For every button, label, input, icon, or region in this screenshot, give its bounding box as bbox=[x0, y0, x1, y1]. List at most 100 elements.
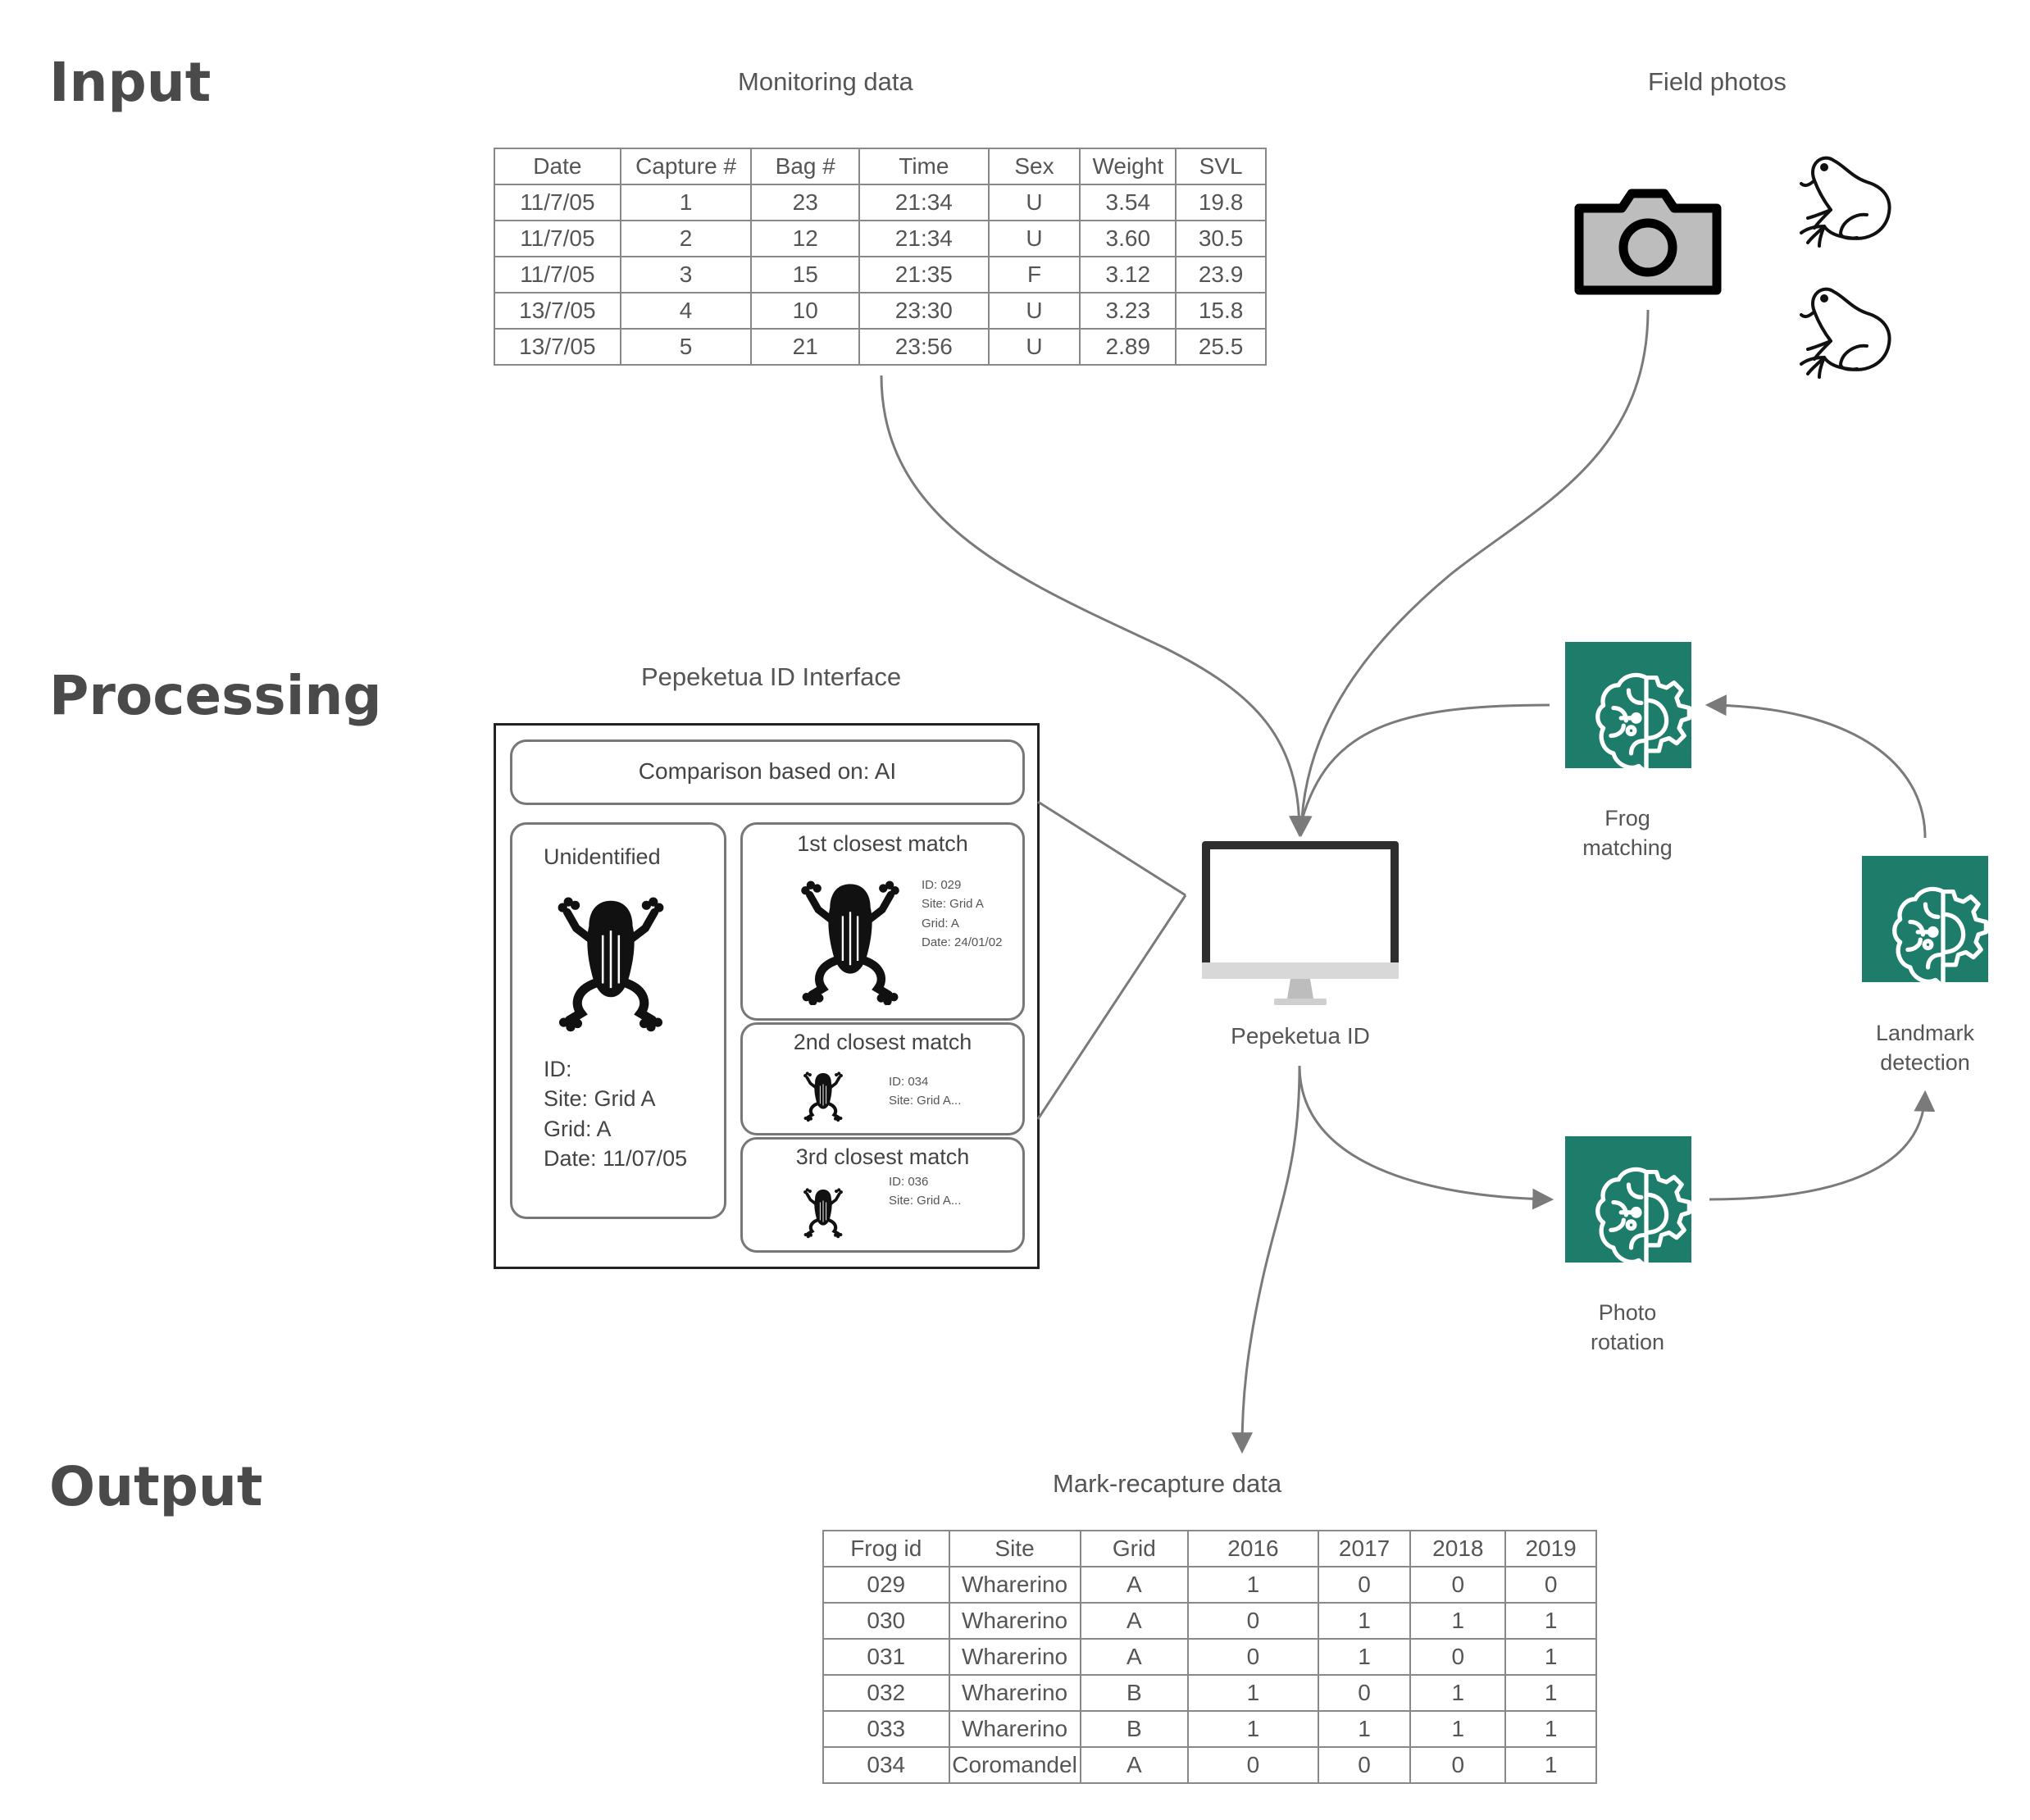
comparison-mode-label: Comparison based on: AI bbox=[638, 758, 897, 784]
table-cell: Wharerino bbox=[948, 1566, 1081, 1604]
table-cell: 23:56 bbox=[858, 328, 990, 366]
frog-matching-label: Frog matching bbox=[1525, 803, 1730, 863]
column-header: Sex bbox=[987, 148, 1081, 185]
table-cell: 15 bbox=[750, 256, 861, 293]
table-cell: 23 bbox=[750, 184, 861, 221]
connector-zoom-top bbox=[1037, 800, 1186, 897]
table-cell: A bbox=[1079, 1746, 1190, 1784]
column-header: 2019 bbox=[1504, 1530, 1597, 1567]
match-card-3[interactable]: 3rd closest match ID: 036 Site: Grid A..… bbox=[740, 1137, 1025, 1253]
table-cell: 0 bbox=[1504, 1566, 1597, 1604]
table-cell: A bbox=[1079, 1602, 1190, 1640]
frog-matching-label-line-2: matching bbox=[1582, 835, 1673, 861]
table-cell: 1 bbox=[1409, 1602, 1507, 1640]
table-cell: Wharerino bbox=[948, 1638, 1081, 1676]
table-cell: 21:34 bbox=[858, 220, 990, 257]
table-cell: U bbox=[987, 292, 1081, 330]
table-cell: 3.54 bbox=[1079, 184, 1177, 221]
table-cell: 0 bbox=[1317, 1674, 1412, 1712]
table-cell: 0 bbox=[1317, 1566, 1412, 1604]
table-cell: 1 bbox=[1187, 1566, 1319, 1604]
column-header: 2018 bbox=[1409, 1530, 1507, 1567]
table-cell: 1 bbox=[1317, 1602, 1412, 1640]
unidentified-site: Site: Grid A bbox=[544, 1086, 656, 1112]
table-cell: 0 bbox=[1409, 1566, 1507, 1604]
connector-zoom-bottom bbox=[1036, 894, 1187, 1120]
monitor-icon bbox=[1202, 841, 1399, 1005]
match-2-site: Site: Grid A... bbox=[889, 1094, 962, 1108]
comparison-mode-selector[interactable]: Comparison based on: AI bbox=[510, 739, 1025, 805]
match-1-site: Site: Grid A bbox=[922, 897, 984, 912]
match-3-site: Site: Grid A... bbox=[889, 1194, 962, 1208]
match-3-id: ID: 036 bbox=[889, 1175, 929, 1189]
frog-matching-module bbox=[1565, 642, 1691, 768]
unidentified-grid: Grid: A bbox=[544, 1116, 612, 1141]
photo-rotation-module bbox=[1565, 1136, 1691, 1263]
table-cell: 13/7/05 bbox=[494, 292, 621, 330]
field-photos-caption: Field photos bbox=[1648, 67, 1786, 96]
landmark-detection-label: Landmark detection bbox=[1823, 1018, 2028, 1078]
table-cell: 23.9 bbox=[1175, 256, 1267, 293]
column-header: Site bbox=[948, 1530, 1081, 1567]
table-cell: 11/7/05 bbox=[494, 184, 621, 221]
table-cell: 25.5 bbox=[1175, 328, 1267, 366]
table-cell: 0 bbox=[1187, 1602, 1319, 1640]
input-section-title: Input bbox=[49, 51, 212, 114]
landmark-detection-label-line-2: detection bbox=[1880, 1050, 1970, 1076]
match-1-grid: Grid: A bbox=[922, 916, 959, 930]
match-card-1[interactable]: 1st closest match ID: 029 Site: Grid A G… bbox=[740, 822, 1025, 1021]
column-header: Bag # bbox=[750, 148, 861, 185]
camera-icon bbox=[1574, 189, 1722, 295]
table-cell: 0 bbox=[1317, 1746, 1412, 1784]
photo-rotation-label-line-1: Photo bbox=[1598, 1300, 1657, 1325]
table-cell: A bbox=[1079, 1638, 1190, 1676]
table-cell: 1 bbox=[619, 184, 753, 221]
table-cell: 5 bbox=[619, 328, 753, 366]
table-cell: 1 bbox=[1504, 1674, 1597, 1712]
output-section-title: Output bbox=[49, 1455, 263, 1518]
connector-photos-to-pepeketua bbox=[1290, 309, 1650, 838]
column-header: Grid bbox=[1079, 1530, 1190, 1567]
table-cell: 21 bbox=[750, 328, 861, 366]
column-header: 2017 bbox=[1317, 1530, 1412, 1567]
column-header: Time bbox=[858, 148, 990, 185]
processing-section-title: Processing bbox=[49, 664, 382, 727]
match-card-2[interactable]: 2nd closest match ID: 034 Site: Grid A..… bbox=[740, 1022, 1025, 1135]
table-cell: Wharerino bbox=[948, 1674, 1081, 1712]
column-header: Frog id bbox=[822, 1530, 950, 1567]
table-cell: U bbox=[987, 184, 1081, 221]
connector-pepeketua-to-output bbox=[1231, 1065, 1301, 1454]
connector-frog-matching-to-pepeketua bbox=[1300, 703, 1550, 821]
table-cell: 30.5 bbox=[1175, 220, 1267, 257]
table-cell: 15.8 bbox=[1175, 292, 1267, 330]
frog-matching-label-line-1: Frog bbox=[1604, 806, 1650, 830]
table-cell: 3.60 bbox=[1079, 220, 1177, 257]
table-cell: 13/7/05 bbox=[494, 328, 621, 366]
table-cell: 3 bbox=[619, 256, 753, 293]
pepeketua-interface-panel: Comparison based on: AI Unidentified ID:… bbox=[494, 723, 1040, 1269]
table-cell: 0 bbox=[1187, 1638, 1319, 1676]
table-cell: 4 bbox=[619, 292, 753, 330]
table-cell: 033 bbox=[822, 1710, 950, 1748]
table-cell: 23:30 bbox=[858, 292, 990, 330]
table-cell: B bbox=[1079, 1710, 1190, 1748]
table-cell: 1 bbox=[1504, 1638, 1597, 1676]
table-cell: 0 bbox=[1409, 1638, 1507, 1676]
table-cell: 21:35 bbox=[858, 256, 990, 293]
table-cell: 2.89 bbox=[1079, 328, 1177, 366]
column-header: Weight bbox=[1079, 148, 1177, 185]
table-cell: Wharerino bbox=[948, 1602, 1081, 1640]
table-cell: 3.12 bbox=[1079, 256, 1177, 293]
unidentified-frog-card[interactable]: Unidentified ID: Site: Grid A Grid: A Da… bbox=[510, 822, 726, 1219]
table-cell: 0 bbox=[1409, 1746, 1507, 1784]
mark-recapture-caption: Mark-recapture data bbox=[1053, 1469, 1282, 1498]
table-cell: 1 bbox=[1504, 1602, 1597, 1640]
